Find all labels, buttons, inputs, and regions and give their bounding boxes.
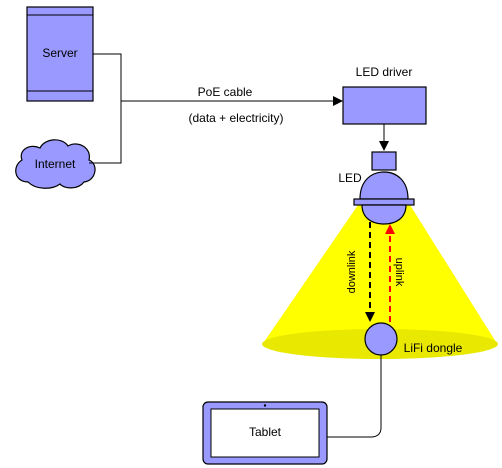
cloud-icon: [15, 139, 96, 189]
dongle-icon: [364, 322, 398, 356]
led-node[interactable]: LED: [338, 151, 415, 225]
server-icon: [26, 6, 94, 102]
led-label: LED: [338, 171, 362, 185]
led-lamp-rim: [353, 198, 415, 206]
led-driver-node[interactable]: LED driver: [342, 65, 427, 125]
tablet-label: Tablet: [249, 425, 282, 439]
led-lamp-icon: [353, 151, 415, 225]
led-lamp-neck: [371, 151, 397, 171]
server-connector: [93, 53, 122, 101]
led-driver-label: LED driver: [356, 65, 413, 79]
internet-connector: [89, 101, 122, 164]
server-node[interactable]: Server: [26, 6, 94, 102]
poe-cable-label: PoE cable: [198, 85, 253, 99]
uplink-link: uplink: [385, 224, 405, 322]
tablet-camera-dot: [263, 404, 267, 407]
tablet-node[interactable]: Tablet: [202, 401, 328, 465]
led-lamp-dome: [359, 171, 409, 200]
led-lamp-bulb: [361, 204, 407, 225]
poe-cable-sublabel: (data + electricity): [188, 111, 283, 125]
light-cone: [264, 205, 496, 342]
led-driver-box: [342, 86, 427, 125]
lifi-dongle-node[interactable]: LiFi dongle: [364, 322, 463, 356]
lifi-dongle-label: LiFi dongle: [404, 341, 463, 355]
server-label: Server: [42, 46, 77, 60]
tablet-screen: [210, 408, 320, 458]
dongle-tablet-cable: [326, 355, 382, 438]
downlink-label: downlink: [346, 250, 358, 293]
downlink-link: downlink: [346, 222, 375, 322]
poe-cable-link: PoE cable (data + electricity): [121, 85, 343, 125]
internet-label: Internet: [35, 157, 76, 171]
uplink-label: uplink: [393, 258, 405, 287]
internet-node[interactable]: Internet: [15, 139, 96, 189]
